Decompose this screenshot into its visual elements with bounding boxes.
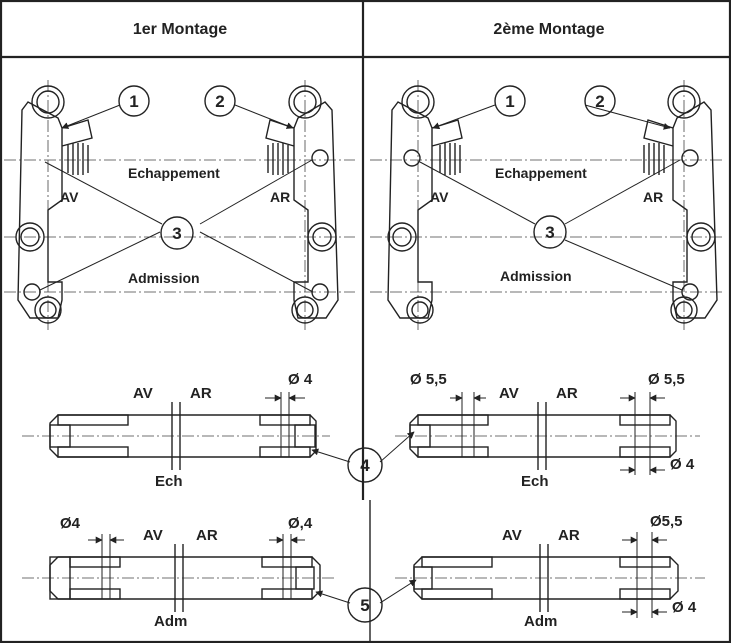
label-ar-shaft-3: AR bbox=[196, 527, 218, 544]
callout-3-left: 3 bbox=[160, 216, 194, 250]
diameter-left-intake-right: Ø,4 bbox=[288, 515, 313, 532]
callout-5: 5 bbox=[315, 579, 417, 623]
diameter-left-intake-left: Ø4 bbox=[60, 515, 81, 532]
svg-text:3: 3 bbox=[172, 224, 181, 243]
callout-2-left: 2 bbox=[204, 85, 236, 117]
left-rocker-layout bbox=[4, 80, 355, 330]
diameter-right-intake-bottom: Ø 4 bbox=[672, 599, 697, 616]
label-av-shaft-2: AV bbox=[499, 385, 519, 402]
right-rocker-layout bbox=[370, 80, 725, 330]
label-av-shaft-3: AV bbox=[143, 527, 163, 544]
shaft-left-intake bbox=[22, 534, 335, 612]
svg-text:2: 2 bbox=[595, 92, 604, 111]
callout-1-right: 1 bbox=[494, 85, 526, 117]
label-av-shaft-4: AV bbox=[502, 527, 522, 544]
label-av-shaft-1: AV bbox=[133, 385, 153, 402]
svg-text:5: 5 bbox=[360, 596, 369, 615]
label-ar-left-top: AR bbox=[270, 189, 290, 205]
label-echappement-right: Echappement bbox=[495, 165, 587, 181]
label-admission-right: Admission bbox=[500, 268, 572, 284]
label-av-left-top: AV bbox=[60, 189, 79, 205]
svg-text:2: 2 bbox=[215, 92, 224, 111]
callout-3-right: 3 bbox=[533, 215, 567, 249]
label-echappement-left: Echappement bbox=[128, 165, 220, 181]
callout-1-left: 1 bbox=[118, 85, 150, 117]
label-adm-left: Adm bbox=[154, 613, 187, 630]
label-ar-right-top: AR bbox=[643, 189, 663, 205]
label-admission-left: Admission bbox=[128, 270, 200, 286]
callout-4: 4 bbox=[311, 431, 415, 483]
shaft-right-exhaust bbox=[395, 392, 700, 475]
diameter-right-exhaust-left: Ø 5,5 bbox=[410, 371, 447, 388]
shaft-left-exhaust bbox=[22, 392, 330, 470]
diameter-right-exhaust-right: Ø 5,5 bbox=[648, 371, 685, 388]
label-ar-shaft-4: AR bbox=[558, 527, 580, 544]
callout-2-right: 2 bbox=[584, 85, 616, 117]
diameter-right-exhaust-bottom: Ø 4 bbox=[670, 456, 695, 473]
label-ech-left: Ech bbox=[155, 473, 183, 490]
svg-text:3: 3 bbox=[545, 223, 554, 242]
label-ar-shaft-2: AR bbox=[556, 385, 578, 402]
svg-text:1: 1 bbox=[129, 92, 138, 111]
svg-text:1: 1 bbox=[505, 92, 514, 111]
label-ar-shaft-1: AR bbox=[190, 385, 212, 402]
header-first-assembly: 1er Montage bbox=[133, 21, 227, 38]
svg-text:4: 4 bbox=[360, 456, 370, 475]
label-adm-right: Adm bbox=[524, 613, 557, 630]
diameter-right-intake-top: Ø5,5 bbox=[650, 513, 683, 530]
label-av-right-top: AV bbox=[430, 189, 449, 205]
shaft-right-intake bbox=[395, 532, 705, 618]
diameter-left-exhaust: Ø 4 bbox=[288, 371, 313, 388]
label-ech-right: Ech bbox=[521, 473, 549, 490]
header-second-assembly: 2ème Montage bbox=[493, 21, 604, 38]
